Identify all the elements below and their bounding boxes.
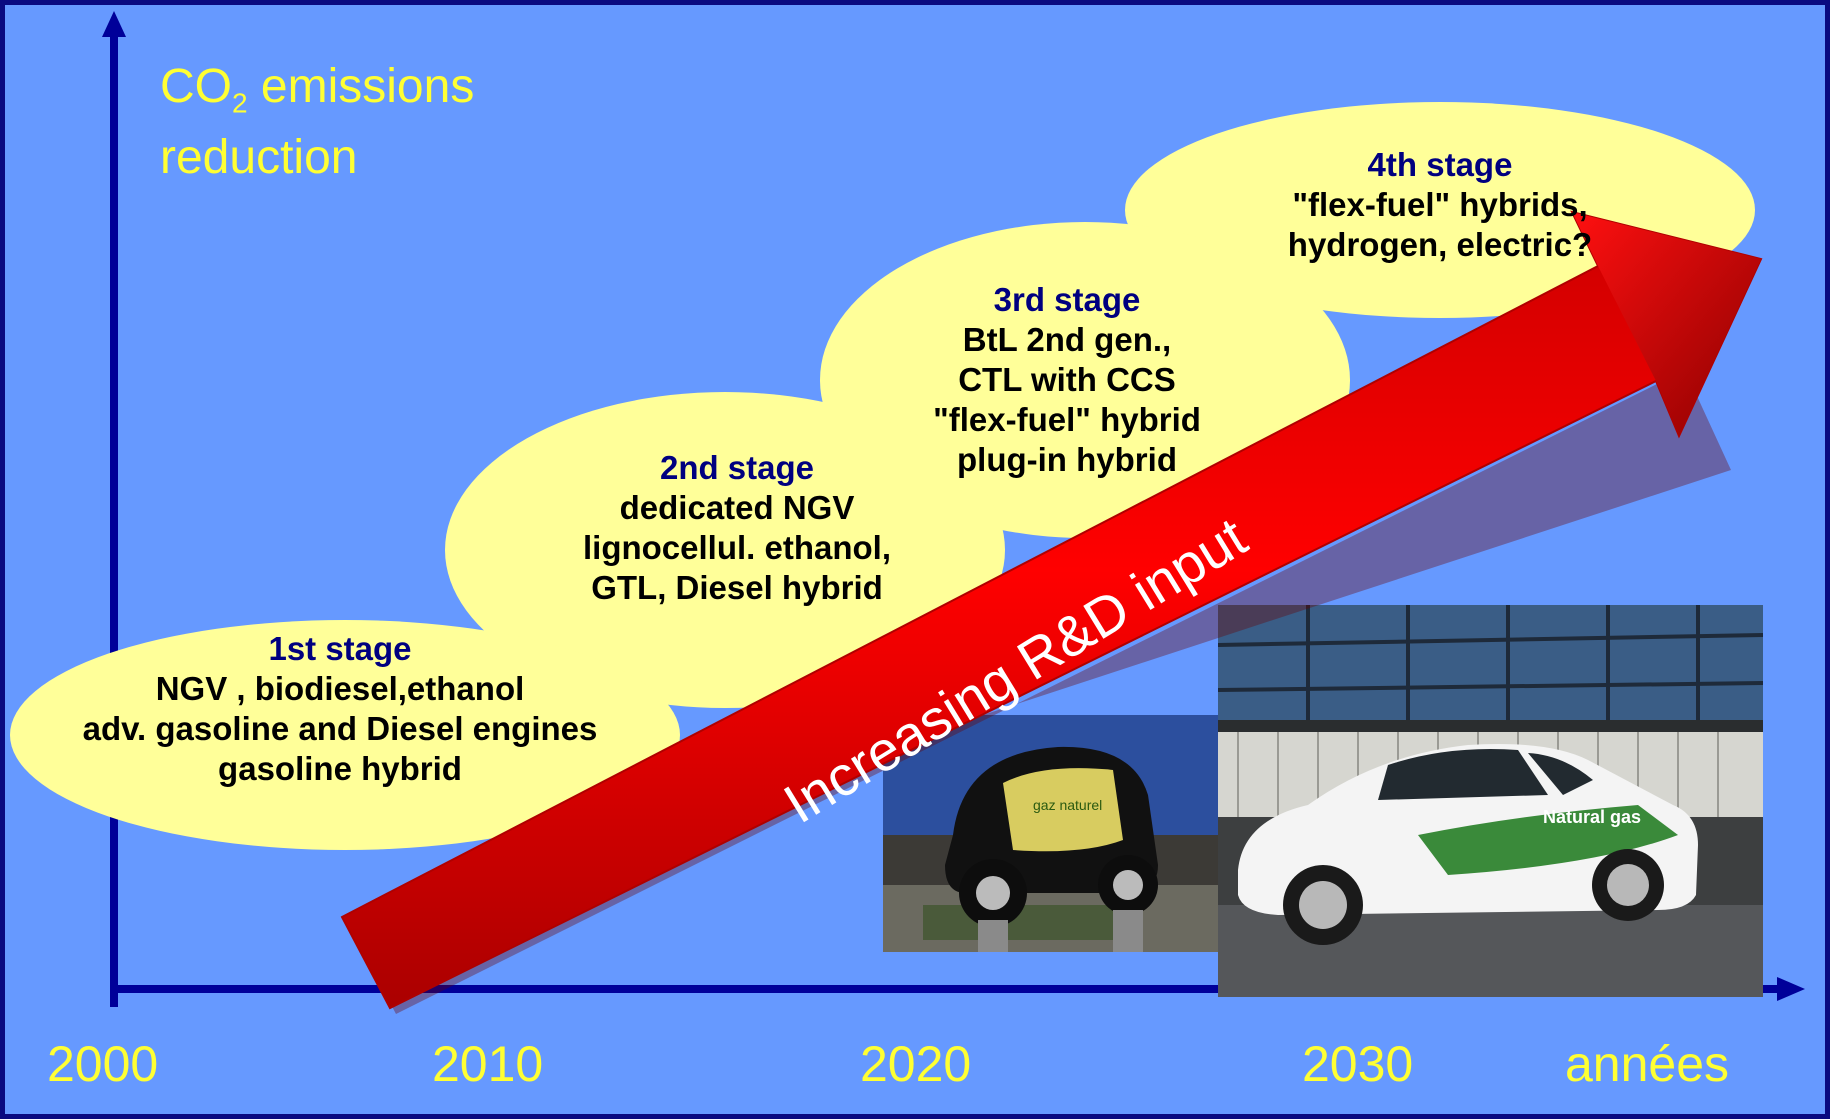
stage-3-title: 3rd stage — [993, 281, 1141, 318]
stage-2-line-1: dedicated NGV — [619, 489, 855, 526]
y-axis-label-line2: reduction — [160, 130, 358, 184]
x-tick-2000: 2000 — [47, 1036, 159, 1092]
stage-4-text: 4th stage "flex-fuel" hybrids, hydrogen,… — [1288, 145, 1592, 265]
stage-2-line-3: GTL, Diesel hybrid — [591, 569, 883, 606]
stage-3-text: 3rd stage BtL 2nd gen., CTL with CCS "fl… — [933, 280, 1201, 480]
photo-1-car-text: gaz naturel — [1033, 797, 1102, 813]
y-axis-arrowhead — [102, 11, 126, 37]
stage-1-bubble — [10, 620, 680, 850]
photo-2-car-text: Natural gas — [1543, 807, 1641, 827]
stage-1-text: 1st stage NGV , biodiesel,ethanol adv. g… — [83, 629, 598, 789]
stage-4-line-1: "flex-fuel" hybrids, — [1292, 186, 1588, 223]
rd-arrow — [340, 210, 1763, 1014]
stage-3-line-2: CTL with CCS — [958, 361, 1176, 398]
stage-3-line-1: BtL 2nd gen., — [962, 321, 1172, 358]
x-tick-2030: 2030 — [1302, 1036, 1414, 1092]
x-axis-arrowhead — [1777, 977, 1805, 1001]
stage-3-line-4: plug-in hybrid — [957, 441, 1177, 478]
stage-2-line-2: lignocellul. ethanol, — [582, 529, 892, 566]
stage-4-title: 4th stage — [1367, 146, 1513, 183]
stage-1-line-2: adv. gasoline and Diesel engines — [82, 710, 598, 747]
stage-1-title: 1st stage — [268, 630, 412, 667]
stage-1-line-3: gasoline hybrid — [218, 750, 462, 787]
hybrid-ngv-car-photo: Natural gas — [1218, 605, 1763, 997]
y-axis-label-subscript: 2 — [232, 87, 248, 119]
y-axis-label-co: CO — [160, 60, 232, 113]
stage-3-line-3: "flex-fuel" hybrid — [933, 401, 1201, 438]
y-axis-label: CO2 emissions reduction — [160, 60, 474, 185]
x-tick-2020: 2020 — [860, 1036, 972, 1092]
stage-2-title: 2nd stage — [659, 449, 815, 486]
stage-1-line-1: NGV , biodiesel,ethanol — [155, 670, 525, 707]
y-axis-label-rest: emissions — [247, 60, 475, 113]
x-axis-unit: années — [1565, 1036, 1730, 1092]
arrow-canvas — [340, 210, 1763, 1014]
stage-4-line-2: hydrogen, electric? — [1287, 226, 1593, 263]
stage-2-bubble — [445, 392, 1005, 708]
stage-2-text: 2nd stage dedicated NGV lignocellul. eth… — [583, 448, 891, 608]
x-tick-2010: 2010 — [432, 1036, 544, 1092]
